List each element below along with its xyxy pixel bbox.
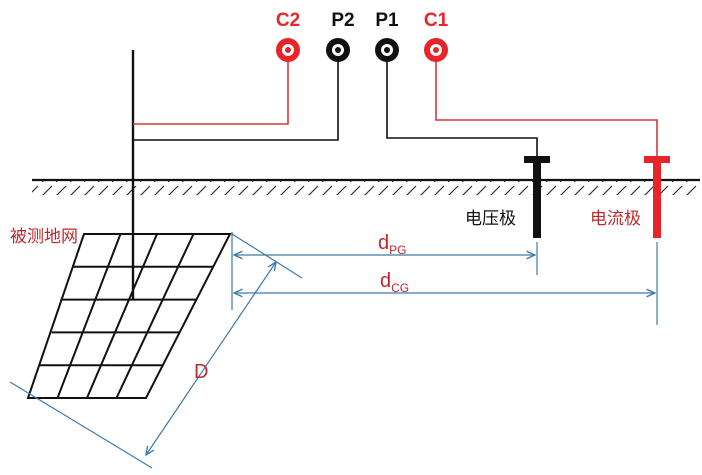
terminal-c1[interactable]: C1 xyxy=(424,10,449,62)
terminal-p2-label: P2 xyxy=(331,10,354,31)
current-electrode xyxy=(644,156,670,238)
terminal-p2[interactable]: P2 xyxy=(326,10,355,62)
c2-wire xyxy=(133,60,289,125)
terminal-c2-label: C2 xyxy=(276,10,300,31)
terminal-p1-label: P1 xyxy=(375,10,399,31)
dim-cg-label: dCG xyxy=(380,270,409,295)
terminal-c1-label: C1 xyxy=(424,10,449,31)
voltage-electrode-label: 电压极 xyxy=(465,209,516,229)
dim-d-line xyxy=(146,262,276,455)
terminal-c2[interactable]: C2 xyxy=(276,10,300,62)
dim-pg-label: dPG xyxy=(378,232,406,257)
current-electrode-label: 电流极 xyxy=(590,209,641,229)
p2-wire xyxy=(133,60,339,141)
c1-wire xyxy=(435,60,658,158)
dim-d-label: D xyxy=(194,361,208,383)
grid-label: 被测地网 xyxy=(10,227,78,247)
p1-wire xyxy=(386,60,538,158)
voltage-electrode xyxy=(524,156,550,238)
terminal-p1[interactable]: P1 xyxy=(375,10,399,62)
